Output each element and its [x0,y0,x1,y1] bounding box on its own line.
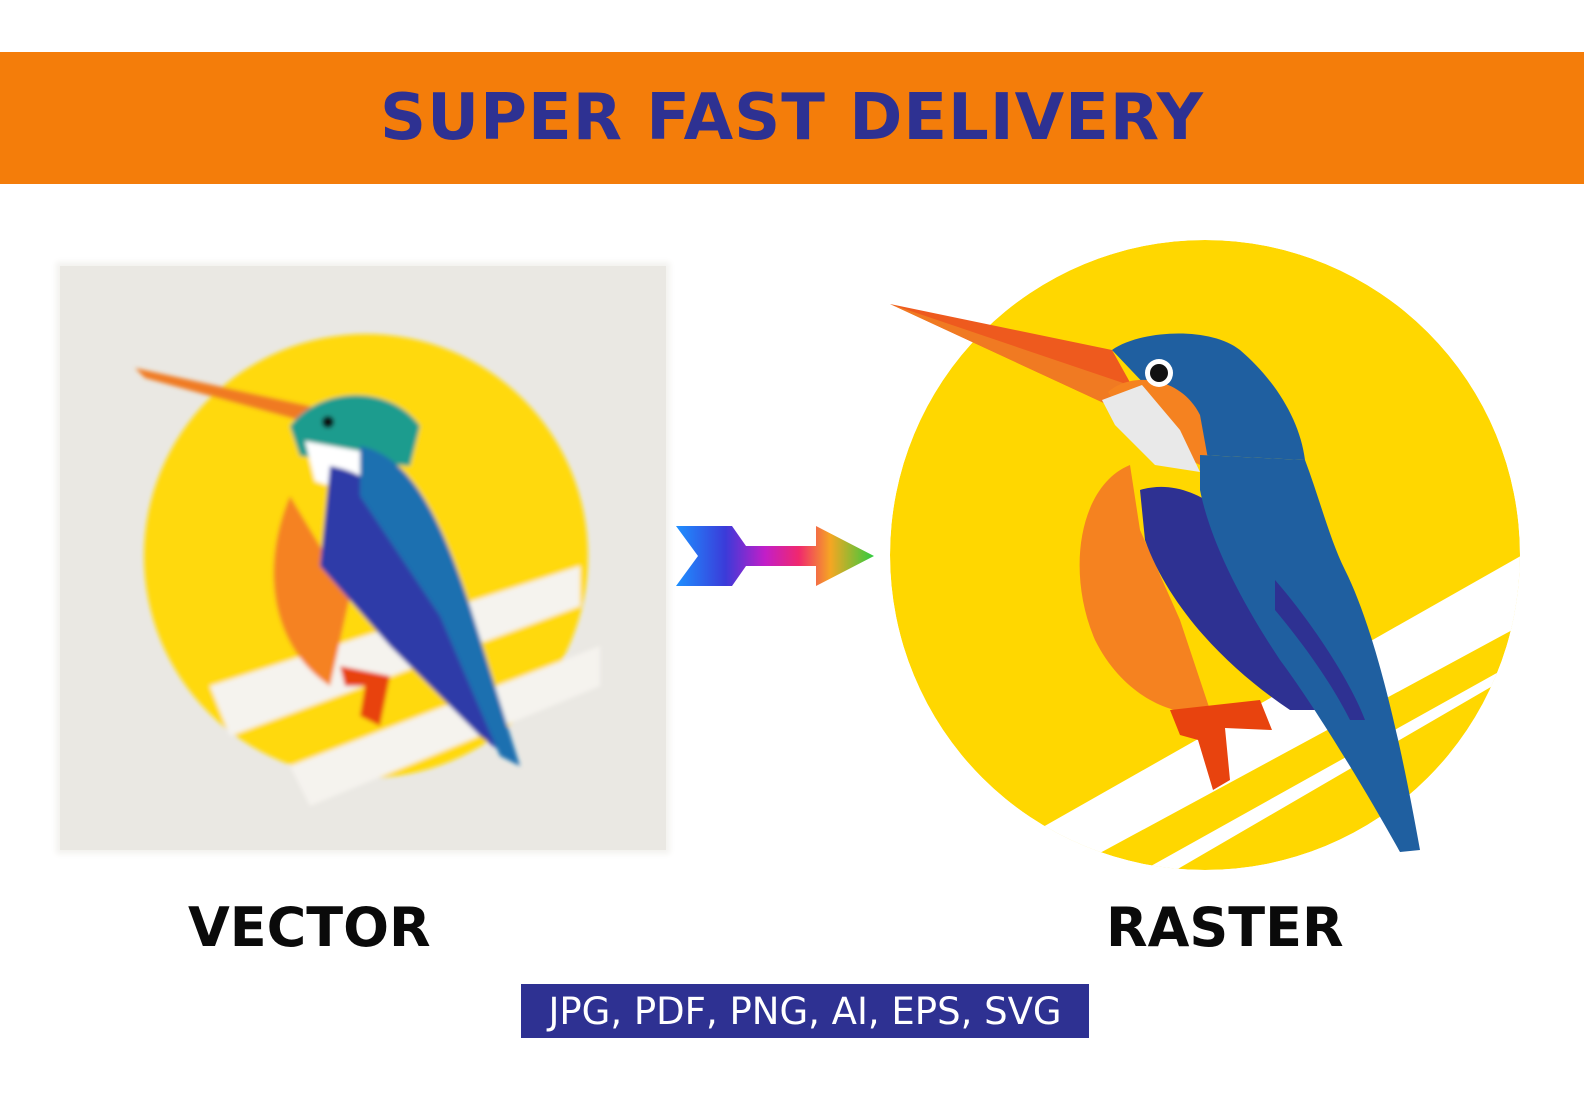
low-res-kingfisher-panel [60,266,666,850]
high-res-kingfisher-illustration [880,240,1520,870]
vector-label: VECTOR [188,896,431,959]
top-banner: SUPER FAST DELIVERY [0,52,1584,184]
file-formats-badge: JPG, PDF, PNG, AI, EPS, SVG [521,984,1089,1038]
low-res-kingfisher-icon [135,334,600,806]
kingfisher-icon [890,240,1520,870]
gradient-arrow-icon [676,522,876,590]
raster-label: RASTER [1106,896,1344,959]
banner-title: SUPER FAST DELIVERY [380,81,1204,155]
